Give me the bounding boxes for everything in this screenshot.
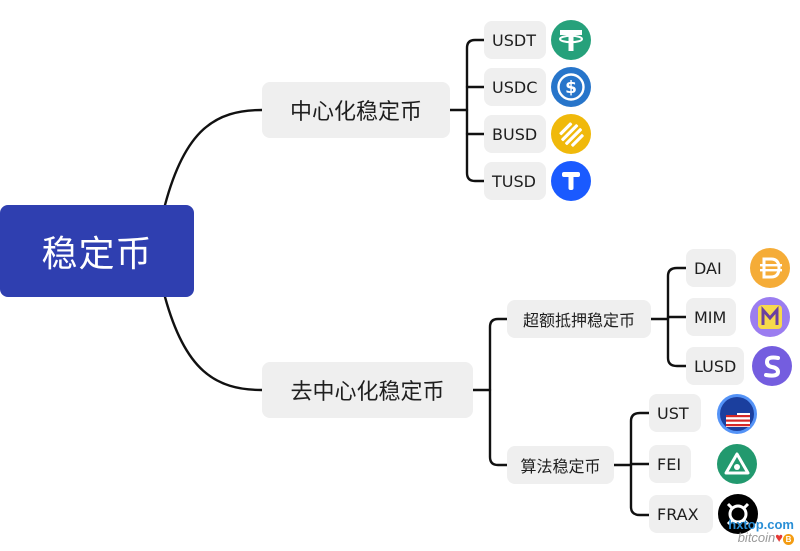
link-root-decentralized	[163, 295, 264, 392]
watermark-domain: hxtop.com	[728, 517, 794, 532]
leaf-tusd: TUSD	[484, 162, 546, 200]
leaf-mim-label: MIM	[694, 307, 727, 327]
sub-algorithmic-label: 算法稳定币	[520, 457, 601, 476]
leaf-ust-label: UST	[657, 403, 689, 423]
leaf-dai-label: DAI	[694, 258, 722, 278]
sub-overcollateralized-label: 超额抵押稳定币	[522, 311, 635, 330]
leaf-dai: DAI	[686, 249, 736, 287]
fei-icon	[717, 444, 757, 484]
leaf-lusd-label: LUSD	[694, 356, 737, 376]
link-centralized-bracket	[465, 38, 486, 183]
lusd-icon	[752, 346, 792, 386]
root-label: 稳定币	[41, 234, 153, 275]
leaf-tusd-label: TUSD	[492, 171, 536, 191]
watermark: hxtop.com bitcoin♥B	[728, 518, 794, 545]
leaf-usdt: USDT	[484, 21, 546, 59]
dai-icon	[750, 248, 790, 288]
tusd-icon	[551, 161, 591, 201]
busd-icon	[551, 114, 591, 154]
ust-icon	[717, 394, 757, 434]
leaf-ust: UST	[649, 394, 701, 432]
leaf-lusd: LUSD	[686, 347, 744, 385]
leaf-fei: FEI	[649, 445, 691, 483]
leaf-fei-label: FEI	[657, 454, 682, 474]
root-node-stablecoin: 稳定币	[0, 205, 194, 297]
branch-decentralized-label: 去中心化稳定币	[290, 380, 445, 405]
leaf-frax-label: FRAX	[657, 504, 699, 524]
mim-icon	[750, 297, 790, 337]
link-root-centralized	[163, 108, 264, 207]
branch-decentralized: 去中心化稳定币	[262, 362, 473, 418]
heart-icon: ♥	[775, 530, 783, 545]
branch-centralized-label: 中心化稳定币	[289, 100, 422, 125]
leaf-busd: BUSD	[484, 115, 546, 153]
branch-centralized: 中心化稳定币	[262, 82, 450, 138]
watermark-brand-text: bitcoin	[737, 530, 776, 545]
leaf-frax: FRAX	[649, 495, 713, 533]
tether-icon	[551, 20, 591, 60]
leaf-usdc-label: USDC	[492, 77, 538, 97]
sub-overcollateralized: 超额抵押稳定币	[507, 300, 651, 338]
link-decentralized-bracket	[488, 317, 509, 467]
leaf-busd-label: BUSD	[492, 124, 538, 144]
usdc-icon: $	[551, 67, 591, 107]
frax-icon	[718, 494, 758, 534]
svg-text:$: $	[565, 78, 577, 98]
leaf-usdt-label: USDT	[492, 30, 536, 50]
sub-algorithmic: 算法稳定币	[507, 446, 614, 484]
bitcoin-icon: B	[783, 534, 794, 545]
watermark-brand: bitcoin♥B	[728, 531, 794, 545]
leaf-usdc: USDC	[484, 68, 546, 106]
leaf-mim: MIM	[686, 298, 736, 336]
